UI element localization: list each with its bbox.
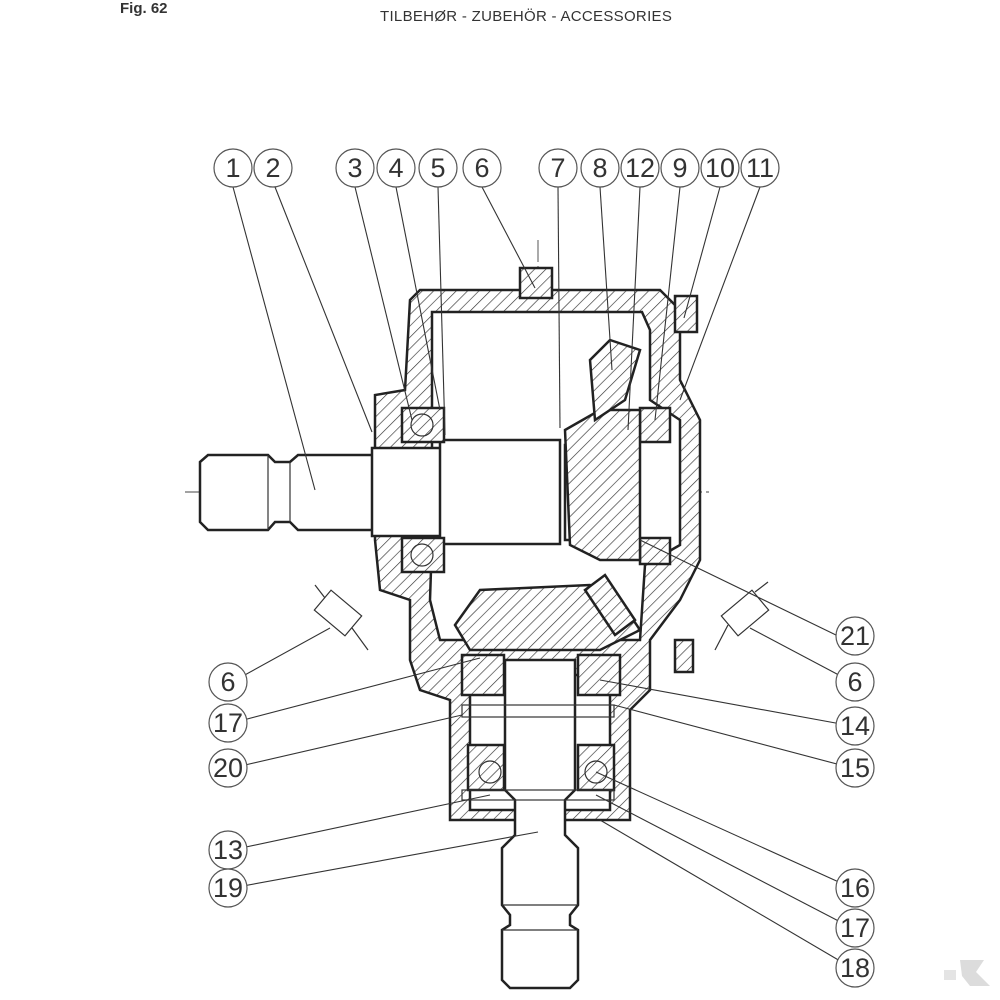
callout-20-label: 20 (213, 753, 243, 783)
callout-8: 8 (580, 148, 620, 188)
output-bearings (460, 653, 622, 801)
callout-10-label: 10 (705, 153, 735, 183)
callout-2: 2 (253, 148, 293, 188)
brand-logo-icon (944, 960, 990, 986)
callout-6-top-label: 6 (474, 153, 489, 183)
callout-9-label: 9 (672, 153, 687, 183)
callout-12: 12 (620, 148, 660, 188)
callout-15-label: 15 (840, 753, 870, 783)
callout-6-left: 6 (208, 662, 248, 702)
callout-5-label: 5 (430, 153, 445, 183)
callout-13-label: 13 (213, 835, 243, 865)
callout-15: 15 (835, 748, 875, 788)
grease-nipple-left (313, 584, 369, 651)
callout-19: 19 (208, 868, 248, 908)
callout-6-left-label: 6 (220, 667, 235, 697)
callout-9: 9 (660, 148, 700, 188)
callout-21: 21 (835, 616, 875, 656)
callout-17-right: 17 (835, 908, 875, 948)
callout-17-left-label: 17 (213, 708, 243, 738)
grease-nipple-right (714, 581, 770, 651)
figure-label: Fig. 62 (120, 0, 168, 17)
callout-14-label: 14 (840, 711, 870, 741)
callout-2-label: 2 (265, 153, 280, 183)
callout-20: 20 (208, 748, 248, 788)
callout-4: 4 (376, 148, 416, 188)
callout-3: 3 (335, 148, 375, 188)
input-bearings (400, 406, 672, 574)
callout-17-left: 17 (208, 703, 248, 743)
callout-12-label: 12 (625, 153, 655, 183)
callout-1-label: 1 (225, 153, 240, 183)
callout-11-label: 11 (746, 153, 774, 183)
callout-16: 16 (835, 868, 875, 908)
callout-21-label: 21 (840, 621, 870, 651)
callout-10: 10 (700, 148, 740, 188)
callout-19-label: 19 (213, 873, 243, 903)
bevel-gears (453, 338, 642, 652)
leader-lines (231, 186, 853, 969)
callout-4-label: 4 (388, 153, 403, 183)
callout-14: 14 (835, 706, 875, 746)
callout-18: 18 (835, 948, 875, 988)
callout-7-label: 7 (550, 153, 565, 183)
callout-17-right-label: 17 (840, 913, 870, 943)
callout-7: 7 (538, 148, 578, 188)
callout-3-label: 3 (347, 153, 362, 183)
callout-11: 11 (740, 148, 780, 188)
callout-6-right: 6 (835, 662, 875, 702)
callout-16-label: 16 (840, 873, 870, 903)
callout-6-right-label: 6 (847, 667, 862, 697)
page-title: TILBEHØR - ZUBEHÖR - ACCESSORIES (380, 8, 673, 25)
callout-5: 5 (418, 148, 458, 188)
callout-6-top: 6 (462, 148, 502, 188)
callout-8-label: 8 (592, 153, 607, 183)
callout-18-label: 18 (840, 953, 870, 983)
callout-13: 13 (208, 830, 248, 870)
callout-1: 1 (213, 148, 253, 188)
output-shaft (500, 658, 580, 990)
